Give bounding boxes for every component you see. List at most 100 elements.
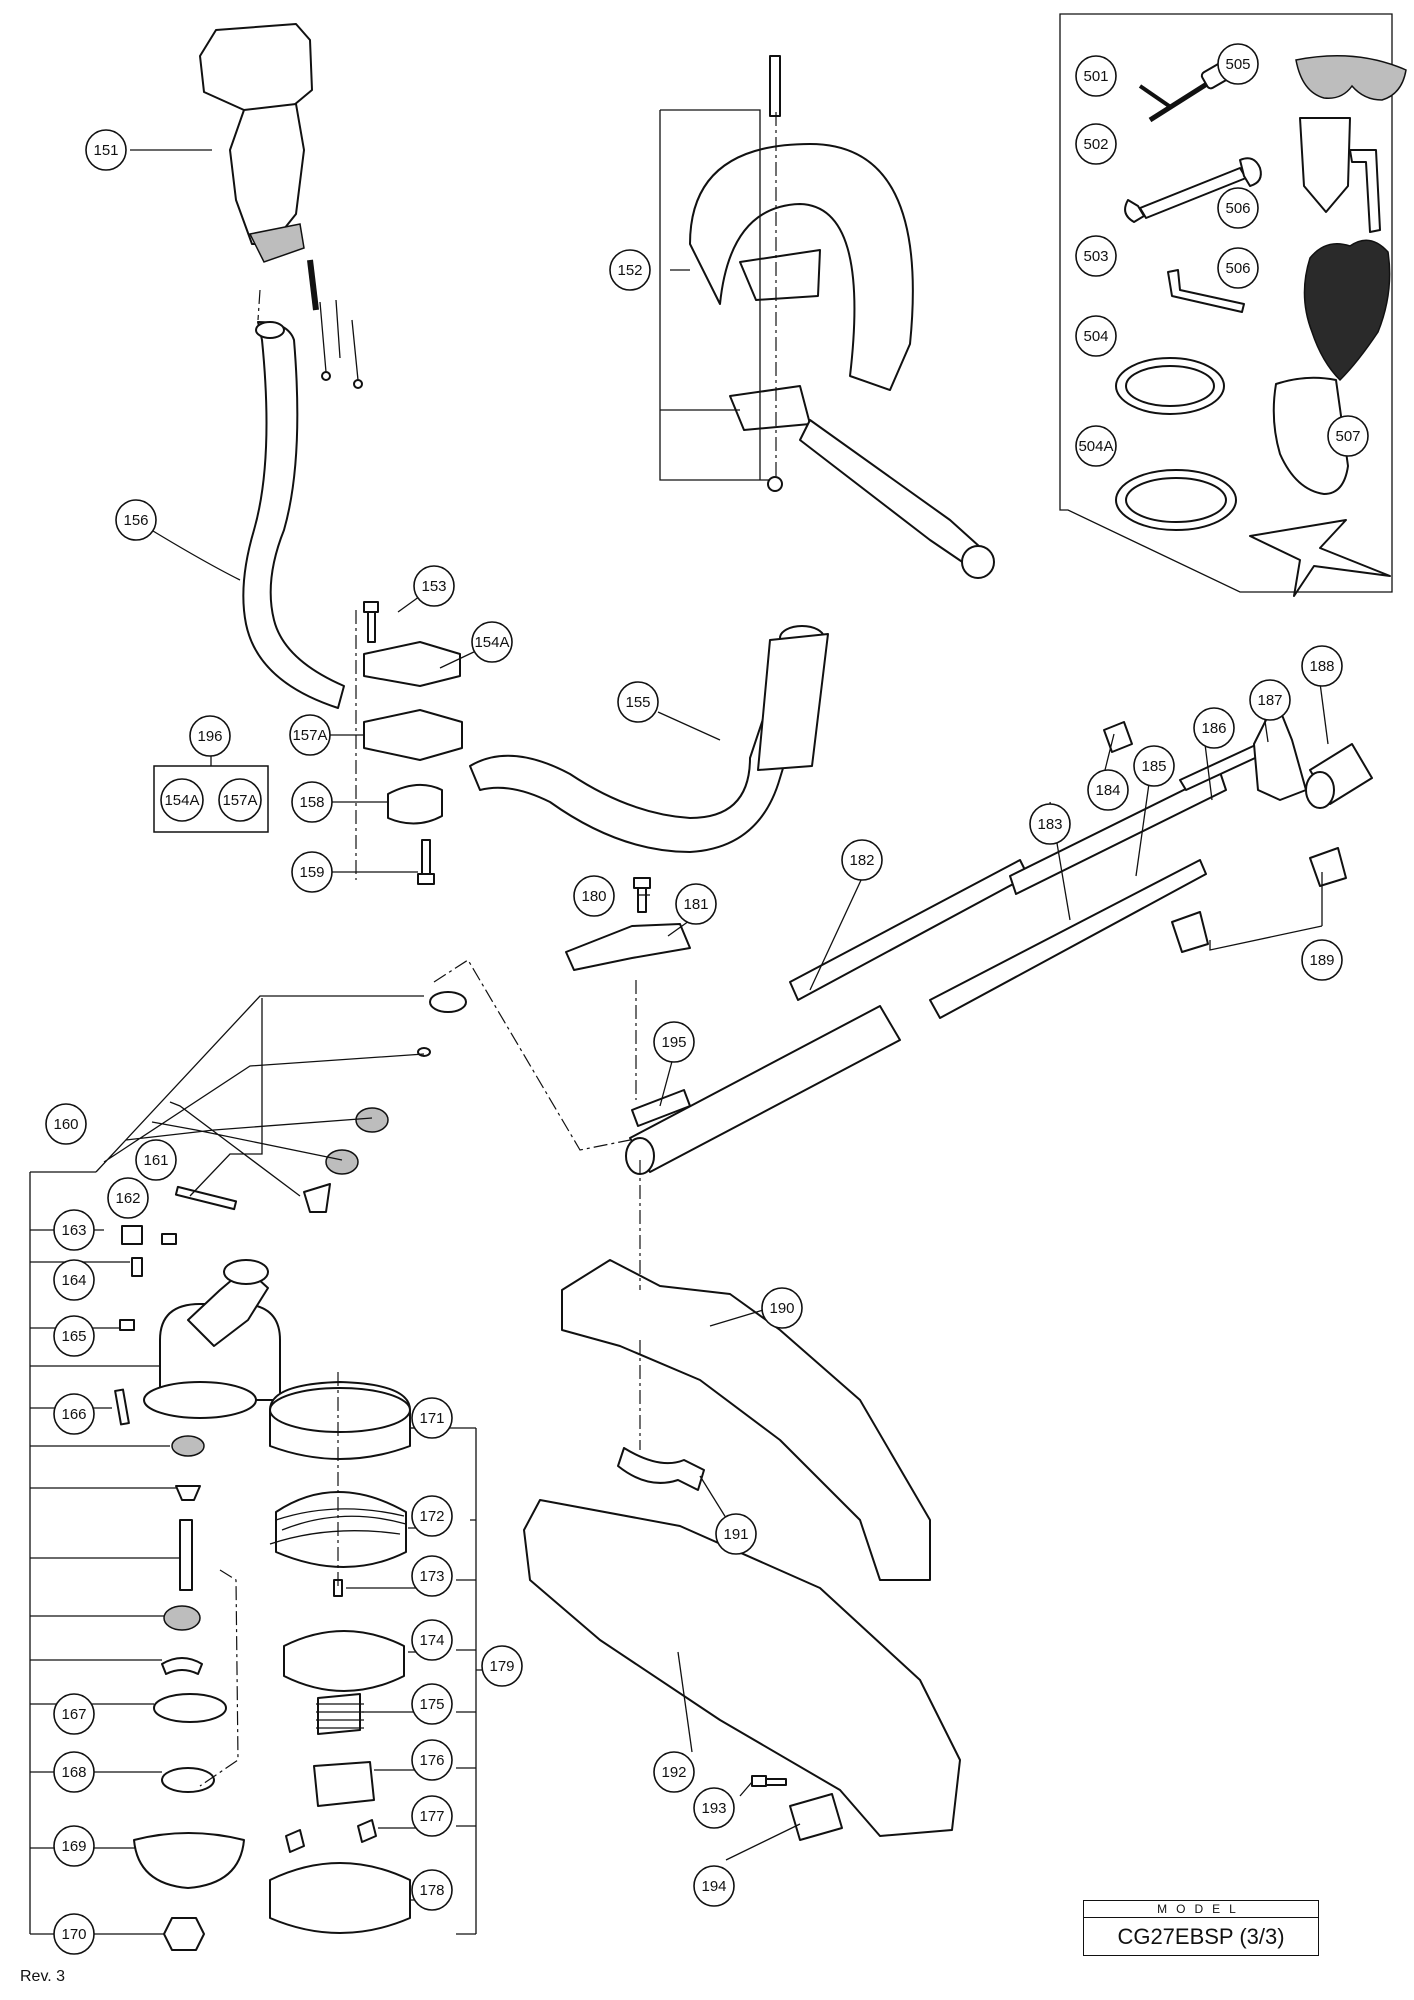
callout-171: 171 <box>411 1397 453 1439</box>
part-155-drawing <box>469 625 829 853</box>
callout-504: 504 <box>1075 315 1117 357</box>
svg-text:182: 182 <box>849 852 874 869</box>
svg-text:187: 187 <box>1257 692 1282 709</box>
svg-text:165: 165 <box>61 1328 86 1345</box>
part-gear-train-drawing <box>303 991 467 1213</box>
callout-502: 502 <box>1075 123 1117 165</box>
callout-506: 506 <box>1217 187 1259 229</box>
svg-text:183: 183 <box>1037 816 1062 833</box>
callout-195: 195 <box>653 1021 695 1063</box>
callout-193: 193 <box>693 1787 735 1829</box>
svg-text:179: 179 <box>489 1658 514 1675</box>
callout-164: 164 <box>53 1259 95 1301</box>
callout-172: 172 <box>411 1495 453 1537</box>
svg-text:192: 192 <box>661 1764 686 1781</box>
svg-text:174: 174 <box>419 1632 444 1649</box>
callout-189: 189 <box>1301 939 1343 981</box>
part-156-drawing <box>242 321 345 709</box>
svg-text:178: 178 <box>419 1882 444 1899</box>
callout-180: 180 <box>573 875 615 917</box>
callout-185: 185 <box>1133 745 1175 787</box>
svg-text:180: 180 <box>581 888 606 905</box>
callout-175: 175 <box>411 1683 453 1725</box>
part-504-drawing <box>1115 357 1225 415</box>
svg-text:184: 184 <box>1095 782 1120 799</box>
callout-155: 155 <box>617 681 659 723</box>
part-503-drawing <box>1167 269 1245 313</box>
svg-text:506: 506 <box>1225 200 1250 217</box>
callout-190: 190 <box>761 1287 803 1329</box>
callout-165: 165 <box>53 1315 95 1357</box>
svg-text:181: 181 <box>683 896 708 913</box>
svg-text:176: 176 <box>419 1752 444 1769</box>
callout-169: 169 <box>53 1825 95 1867</box>
svg-text:153: 153 <box>421 578 446 595</box>
svg-text:504: 504 <box>1083 328 1108 345</box>
svg-text:154A: 154A <box>164 792 199 809</box>
svg-text:501: 501 <box>1083 68 1108 85</box>
part-195-drawing <box>631 1089 691 1127</box>
svg-text:171: 171 <box>419 1410 444 1427</box>
callout-503: 503 <box>1075 235 1117 277</box>
callout-196: 196 <box>189 715 231 757</box>
svg-text:159: 159 <box>299 864 324 881</box>
model-label: MODEL <box>1084 1901 1318 1918</box>
part-193-drawing <box>751 1775 787 1787</box>
callout-159: 159 <box>291 851 333 893</box>
svg-text:185: 185 <box>1141 758 1166 775</box>
callout-178: 178 <box>411 1869 453 1911</box>
svg-text:506: 506 <box>1225 260 1250 277</box>
callout-192: 192 <box>653 1751 695 1793</box>
part-191-drawing <box>617 1447 705 1491</box>
callout-181: 181 <box>675 883 717 925</box>
svg-text:191: 191 <box>723 1526 748 1543</box>
callout-186: 186 <box>1193 707 1235 749</box>
svg-text:177: 177 <box>419 1808 444 1825</box>
callout-188: 188 <box>1301 645 1343 687</box>
callout-163: 163 <box>53 1209 95 1251</box>
part-159-drawing <box>417 839 435 885</box>
svg-text:157A: 157A <box>222 792 257 809</box>
svg-text:166: 166 <box>61 1406 86 1423</box>
callout-183: 183 <box>1029 803 1071 845</box>
accessory-box-outline <box>1059 13 1393 593</box>
callout-151: 151 <box>85 129 127 171</box>
callout-167: 167 <box>53 1693 95 1735</box>
part-188-drawing <box>1305 743 1373 809</box>
svg-text:193: 193 <box>701 1800 726 1817</box>
part-189-clip-b <box>1171 911 1209 953</box>
callout-161: 161 <box>135 1139 177 1181</box>
callout-173: 173 <box>411 1555 453 1597</box>
callout-501: 501 <box>1075 55 1117 97</box>
svg-text:196: 196 <box>197 728 222 745</box>
part-502-drawing <box>1124 157 1262 223</box>
kit-196-item-157a: 157A <box>218 778 262 822</box>
svg-text:190: 190 <box>769 1300 794 1317</box>
svg-text:161: 161 <box>143 1152 168 1169</box>
assembly-dashed-lines <box>199 112 777 1787</box>
callout-162: 162 <box>107 1177 149 1219</box>
part-182-185-drawing <box>625 741 1269 1175</box>
svg-text:152: 152 <box>617 262 642 279</box>
model-value: CG27EBSP (3/3) <box>1117 1924 1285 1949</box>
callout-187: 187 <box>1249 679 1291 721</box>
part-181-drawing <box>565 923 691 971</box>
part-506-strap-drawing <box>1299 117 1381 233</box>
model-title-box: MODEL CG27EBSP (3/3) <box>1083 1900 1319 1956</box>
part-506-harness-drawing <box>1272 239 1391 495</box>
callout-154a: 154A <box>471 621 513 663</box>
callout-157a: 157A <box>289 714 331 756</box>
callout-152: 152 <box>609 249 651 291</box>
kit-196-item-154a: 154A <box>160 778 204 822</box>
callout-504a: 504A <box>1075 425 1117 467</box>
callout-176: 176 <box>411 1739 453 1781</box>
svg-text:504A: 504A <box>1078 438 1113 455</box>
part-184-drawing <box>1103 721 1133 753</box>
callout-194: 194 <box>693 1865 735 1907</box>
part-151-drawing <box>199 23 363 389</box>
callout-153: 153 <box>413 565 455 607</box>
svg-text:195: 195 <box>661 1034 686 1051</box>
svg-text:169: 169 <box>61 1838 86 1855</box>
svg-text:164: 164 <box>61 1272 86 1289</box>
